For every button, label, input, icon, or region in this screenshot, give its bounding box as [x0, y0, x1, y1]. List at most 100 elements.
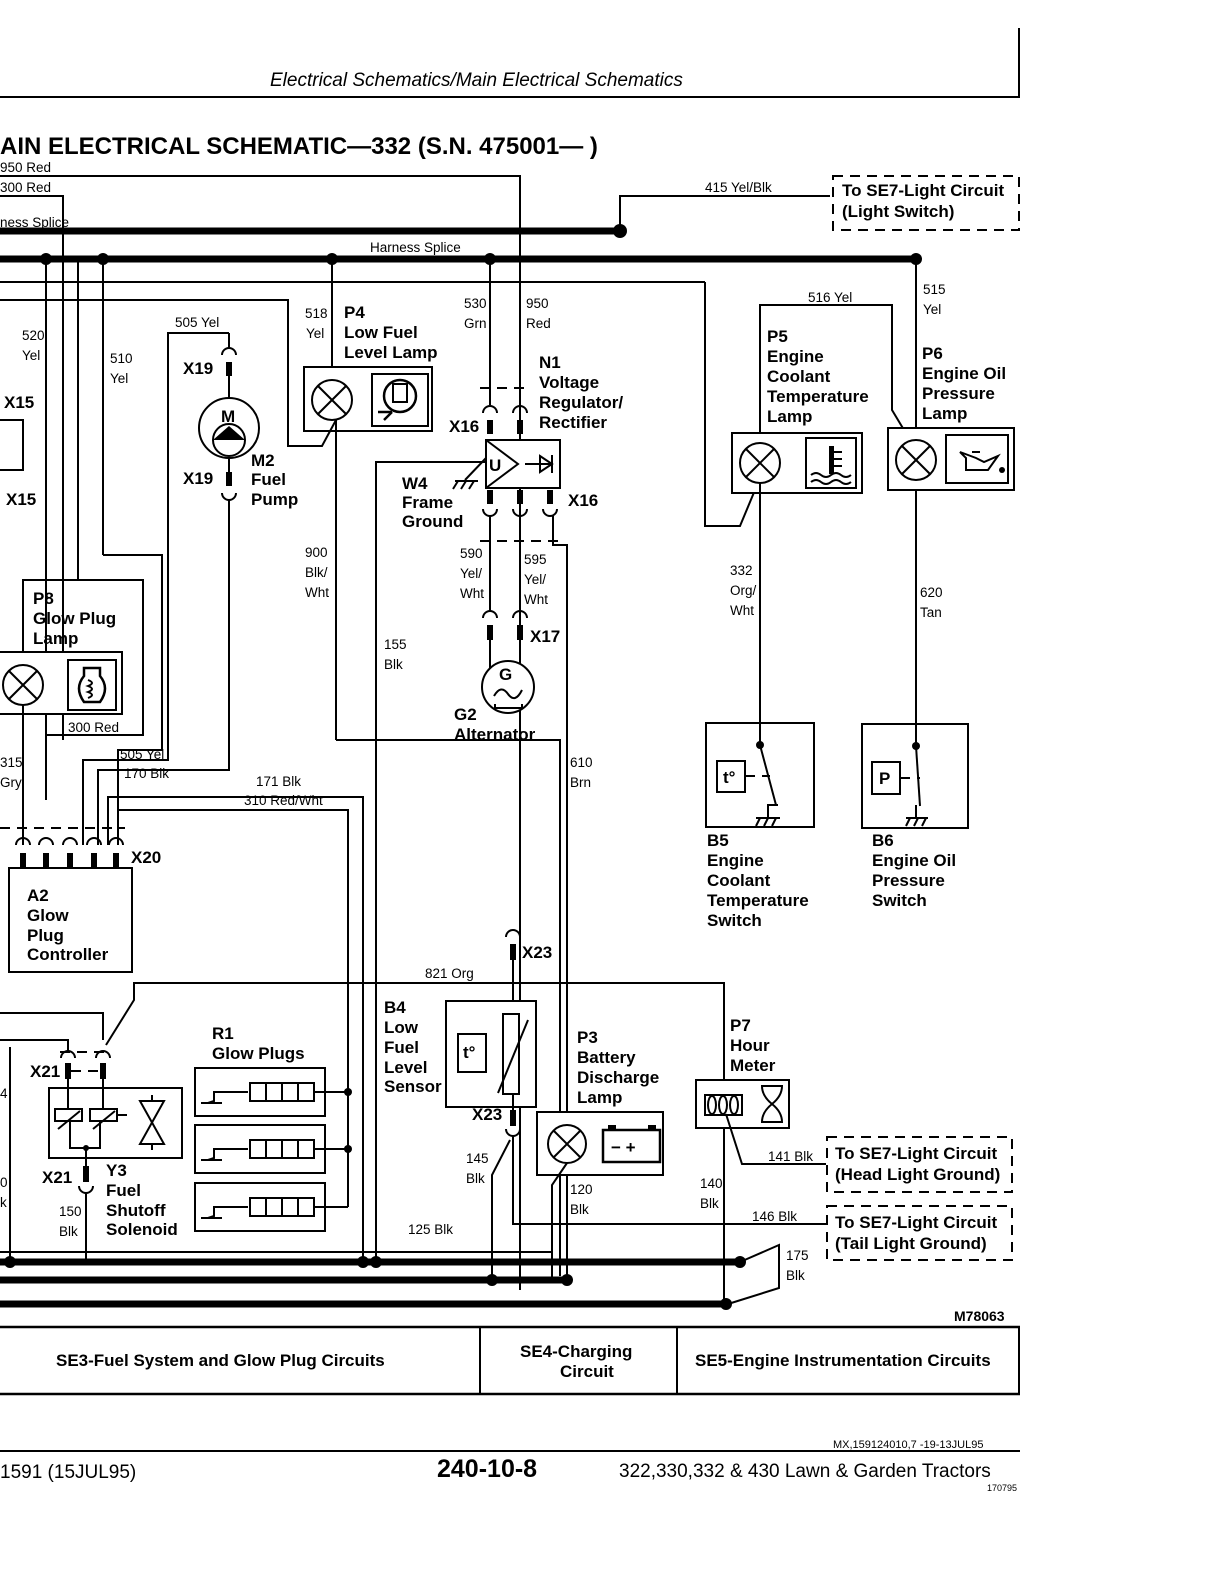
thermistor-slash [497, 1019, 529, 1094]
a2-line3: Controller [27, 945, 109, 964]
battery-icon: − + [601, 1125, 662, 1164]
wire-label-415: 415 Yel/Blk [705, 180, 772, 195]
wire-label-150-col: Blk [59, 1224, 78, 1239]
p8-line2: Lamp [33, 629, 78, 648]
b5-symbol: t° [723, 768, 736, 787]
connector-x19-top: X19 [183, 359, 213, 378]
wire-510-to-x20 [103, 554, 163, 845]
left-partial-col: k [0, 1195, 7, 1210]
w4-line2: Ground [402, 512, 463, 531]
p5-line4: Lamp [767, 407, 812, 426]
wire-label-505-top: 505 Yel [175, 315, 219, 330]
lamp-icon [739, 442, 781, 484]
wire-label-590-num: 590 [460, 546, 483, 561]
connector-x23-top: X23 [522, 943, 552, 962]
battery-polarity: − + [611, 1138, 636, 1157]
lamp-icon [311, 379, 353, 421]
page-title: AIN ELECTRICAL SCHEMATIC—332 (S.N. 47500… [0, 133, 598, 160]
x21-socket [95, 1050, 111, 1059]
x21-socket [60, 1050, 76, 1059]
y3-fuel-shutoff-solenoid [48, 1087, 183, 1159]
p7-id: P7 [730, 1016, 751, 1035]
n1-letter: U [489, 456, 501, 475]
connector-x15-top: X15 [4, 393, 34, 412]
wire-332-return [704, 282, 761, 527]
print-code: 170795 [987, 1483, 1017, 1493]
wire-label-170: 170 Blk [124, 766, 169, 781]
wire-171-blk [107, 796, 364, 1262]
wire-label-171: 171 Blk [256, 774, 301, 789]
offpage-light-switch-line1: To SE7-Light Circuit [842, 181, 1004, 200]
wire-to-x21-left [0, 1039, 69, 1053]
x23-socket [505, 929, 521, 938]
switch-contact [915, 745, 921, 807]
alternator-g2-symbol: G [481, 660, 535, 714]
x16-socket [482, 508, 498, 517]
offpage-tail-light-line1: To SE7-Light Circuit [835, 1213, 997, 1232]
offpage-head-light-ground [826, 1136, 1013, 1193]
connector-x20: X20 [131, 848, 161, 867]
document-reference: MX,159124010,7 -19-13JUL95 [833, 1439, 983, 1451]
wire-label-141: 141 Blk [768, 1149, 813, 1164]
fuel-pump-m2-symbol: M [198, 397, 260, 459]
offpage-head-light-line2: (Head Light Ground) [835, 1165, 1000, 1184]
wire-label-155-num: 155 [384, 637, 407, 652]
manual-code: 1591 (15JUL95) [0, 1462, 136, 1483]
b4-line2: Fuel [384, 1038, 419, 1057]
wire-label-505-low: 505 Yel [120, 747, 164, 762]
wire-label-145-col: Blk [466, 1171, 485, 1186]
switch-ground-wire [767, 804, 778, 818]
wire-300-red-loop [46, 579, 144, 736]
wire-label-530-num: 530 [464, 296, 487, 311]
wire-821-org [105, 982, 725, 1100]
b4-temp-block [457, 1033, 487, 1073]
p4-id: P4 [344, 303, 365, 322]
x19-pin-top [226, 362, 232, 376]
n1-id: N1 [539, 353, 561, 372]
g2-letter: G [499, 665, 512, 684]
g2-id: G2 [454, 705, 477, 724]
a2-line1: Glow [27, 906, 69, 925]
wire-label-595-num: 595 [524, 552, 547, 567]
m2-letter: M [221, 407, 235, 426]
w4-id: W4 [402, 474, 428, 493]
x17-pin [487, 625, 493, 640]
wire-141-blk [725, 1113, 826, 1165]
page-number: 240-10-8 [437, 1455, 537, 1483]
g2-line1: Alternator [454, 725, 536, 744]
wire-label-510-col: Yel [110, 371, 128, 386]
wire-label-900-col2: Wht [305, 585, 329, 600]
m2-line2: Pump [251, 490, 298, 509]
p5-line1: Engine [767, 347, 824, 366]
p3-line2: Discharge [577, 1068, 659, 1087]
b5-line4: Switch [707, 911, 762, 930]
b4-line1: Low [384, 1018, 419, 1037]
wire-label-332-num: 332 [730, 563, 753, 578]
offpage-light-switch [832, 175, 1020, 231]
p4-line2: Level Lamp [344, 343, 438, 362]
wire-label-610-col: Brn [570, 775, 591, 790]
fuel-level-icon [371, 373, 429, 427]
x16-socket [542, 508, 558, 517]
x19-socket-bottom [221, 492, 237, 501]
b4-id: B4 [384, 998, 406, 1017]
wire-label-518-num: 518 [305, 306, 328, 321]
solenoid-coil-icon [54, 1079, 130, 1151]
y3-line3: Solenoid [106, 1220, 178, 1239]
b4-line3: Level [384, 1058, 427, 1077]
valve-icon [138, 1095, 166, 1150]
wire-950-red [0, 175, 521, 1290]
wire-label-145-num: 145 [466, 1151, 489, 1166]
coolant-temperature-icon [805, 437, 857, 489]
offpage-head-light-line1: To SE7-Light Circuit [835, 1144, 997, 1163]
x21-socket [78, 1185, 94, 1194]
frame-ground-icon [452, 480, 478, 490]
splice-dot [486, 1274, 498, 1286]
x21-pin [83, 1166, 89, 1182]
wire-155-blk [375, 461, 486, 1262]
connector-x21-top: X21 [30, 1062, 60, 1081]
wire-label-140-col: Blk [700, 1196, 719, 1211]
offpage-tail-light-ground [826, 1205, 1013, 1261]
connector-x16-top: X16 [449, 417, 479, 436]
